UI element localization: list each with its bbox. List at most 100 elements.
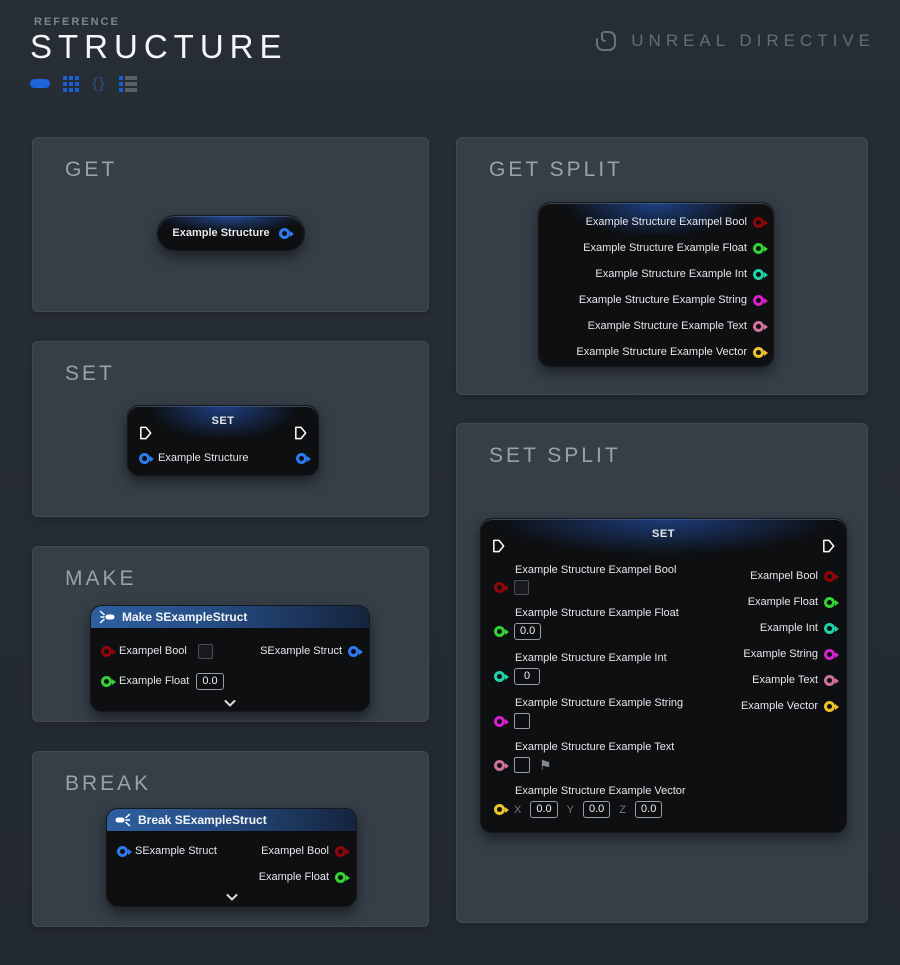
float-value-field[interactable]: 0.0	[196, 672, 224, 690]
panel-get: GET Example Structure	[32, 137, 429, 312]
bool-input-pin-icon[interactable]	[494, 582, 509, 593]
struct-output-pin-icon[interactable]	[348, 645, 363, 657]
break-node-header: Break SExampleStruct	[107, 809, 356, 832]
split-outputs-column: Exampel Bool Example Float Example Int E…	[740, 563, 839, 719]
float-output-pin-icon[interactable]	[753, 242, 768, 254]
set-node[interactable]: SET Example Structure	[127, 405, 319, 476]
struct-input-pin-icon[interactable]	[139, 452, 154, 464]
text-output-pin-icon[interactable]	[753, 320, 768, 332]
string-input-pin-icon[interactable]	[494, 715, 509, 727]
input-row: Example Structure Example Float 0.0	[494, 606, 686, 640]
pin-label: Example Structure Example Text	[587, 320, 747, 332]
get-split-node[interactable]: Example Structure Exampel Bool Example S…	[538, 202, 774, 367]
exec-output-pin-icon[interactable]	[293, 425, 308, 441]
int-output-pin-icon[interactable]	[824, 622, 839, 634]
pill-view-icon[interactable]	[30, 79, 50, 88]
struct-output-pin-icon[interactable]	[296, 452, 311, 464]
break-node[interactable]: Break SExampleStruct SExample Struct Exa…	[106, 808, 357, 907]
brand[interactable]: UNREAL DIRECTIVE	[594, 29, 875, 53]
panel-get-split: GET SPLIT Example Structure Exampel Bool…	[456, 137, 868, 395]
text-output-pin-icon[interactable]	[824, 674, 839, 686]
localization-flag-icon[interactable]: ⚑	[539, 757, 552, 773]
pin-label: Exampel Bool	[261, 845, 329, 857]
int-input-pin-icon[interactable]	[494, 671, 509, 682]
float-value-field[interactable]: 0.0	[514, 623, 542, 640]
output-row: Example Int	[741, 615, 839, 641]
view-toolbar: {}	[30, 75, 137, 92]
output-row: Example String	[741, 641, 839, 667]
vector-output-pin-icon[interactable]	[753, 346, 768, 358]
bool-input-pin-icon[interactable]	[101, 645, 116, 657]
break-node-title: Break SExampleStruct	[138, 813, 267, 827]
axis-x-label: X	[514, 803, 522, 816]
list-view-icon[interactable]	[118, 75, 137, 92]
output-row: Example Text	[741, 667, 839, 693]
float-input-pin-icon[interactable]	[494, 626, 509, 637]
pin-row: Example Float	[107, 864, 356, 890]
pin-label: SExample Struct	[135, 845, 217, 857]
bool-output-pin-icon[interactable]	[753, 216, 768, 228]
vector-input-pin-icon[interactable]	[494, 804, 509, 815]
chevron-down-icon[interactable]	[224, 700, 236, 707]
text-input-pin-icon[interactable]	[494, 759, 509, 771]
bool-checkbox[interactable]	[197, 643, 213, 659]
float-output-pin-icon[interactable]	[824, 596, 839, 608]
pin-label: Example Structure Example Vector	[515, 785, 686, 797]
axis-y-label: Y	[566, 803, 574, 816]
float-output-pin-icon[interactable]	[335, 871, 350, 883]
exec-output-pin-icon[interactable]	[821, 538, 836, 554]
get-node-label: Example Structure	[172, 227, 270, 239]
exec-input-pin-icon[interactable]	[491, 538, 506, 554]
struct-input-pin-icon[interactable]	[117, 845, 132, 857]
output-row: Example Structure Example Vector	[539, 339, 773, 365]
pin-label: Example Vector	[740, 700, 818, 712]
output-row: Example Structure Example Text	[539, 313, 773, 339]
input-row: Example Structure Example Int 0	[494, 651, 686, 685]
vector-y-field[interactable]: 0.0	[582, 801, 611, 818]
bool-output-pin-icon[interactable]	[824, 570, 839, 582]
float-input-pin-icon[interactable]	[101, 675, 116, 687]
vector-z-field[interactable]: 0.0	[635, 801, 663, 818]
pin-label: Example Float	[747, 596, 818, 608]
string-output-pin-icon[interactable]	[753, 294, 768, 306]
make-node[interactable]: Make SExampleStruct Exampel Bool SExampl…	[90, 605, 370, 712]
chevron-down-icon[interactable]	[226, 894, 238, 901]
page-kicker: REFERENCE	[34, 16, 120, 28]
get-node[interactable]: Example Structure	[157, 215, 305, 251]
set-split-node-title: SET	[652, 528, 675, 540]
struct-output-pin-icon[interactable]	[278, 227, 294, 239]
pin-label: Example Structure	[158, 452, 249, 464]
pin-label: SExample Struct	[260, 645, 342, 657]
input-row: Example Structure Exampel Bool	[494, 563, 686, 595]
set-split-node[interactable]: SET Example Structure Exampel Bool Examp…	[480, 518, 847, 833]
vector-output-pin-icon[interactable]	[824, 700, 839, 712]
int-value-field[interactable]: 0	[514, 668, 540, 685]
grid-view-icon[interactable]	[63, 75, 79, 92]
text-value-field[interactable]	[514, 757, 530, 773]
string-value-field[interactable]	[514, 713, 530, 729]
make-struct-icon	[99, 610, 115, 624]
bool-checkbox[interactable]	[514, 580, 529, 595]
panel-set-heading: SET	[65, 362, 115, 385]
bool-output-pin-icon[interactable]	[335, 845, 350, 857]
output-row: Example Vector	[740, 693, 839, 719]
set-node-title: SET	[211, 415, 235, 427]
pin-label: Example Structure Example Text	[515, 741, 675, 753]
make-node-title: Make SExampleStruct	[122, 610, 248, 624]
pin-label: Example Structure Example Vector	[576, 346, 747, 358]
braces-code-icon[interactable]: {}	[92, 75, 106, 92]
panel-make: MAKE Make SExampleStruct Exampel Bool SE…	[32, 546, 429, 722]
input-row: Exampel Bool SExample Struct	[91, 636, 369, 666]
pin-label: Example String	[743, 648, 818, 660]
panel-set-split-heading: SET SPLIT	[489, 444, 621, 467]
int-output-pin-icon[interactable]	[753, 268, 768, 280]
exec-input-pin-icon[interactable]	[138, 425, 153, 441]
vector-x-field[interactable]: 0.0	[530, 801, 558, 818]
output-row: Example Structure Example Int	[539, 261, 773, 287]
string-output-pin-icon[interactable]	[824, 648, 839, 660]
split-inputs-column: Example Structure Exampel Bool Example S…	[494, 563, 686, 829]
pin-label: Example Float	[119, 675, 190, 687]
struct-row: Example Structure	[128, 452, 318, 464]
pin-row: SExample Struct Exampel Bool	[107, 838, 356, 864]
panel-break-heading: BREAK	[65, 772, 152, 795]
